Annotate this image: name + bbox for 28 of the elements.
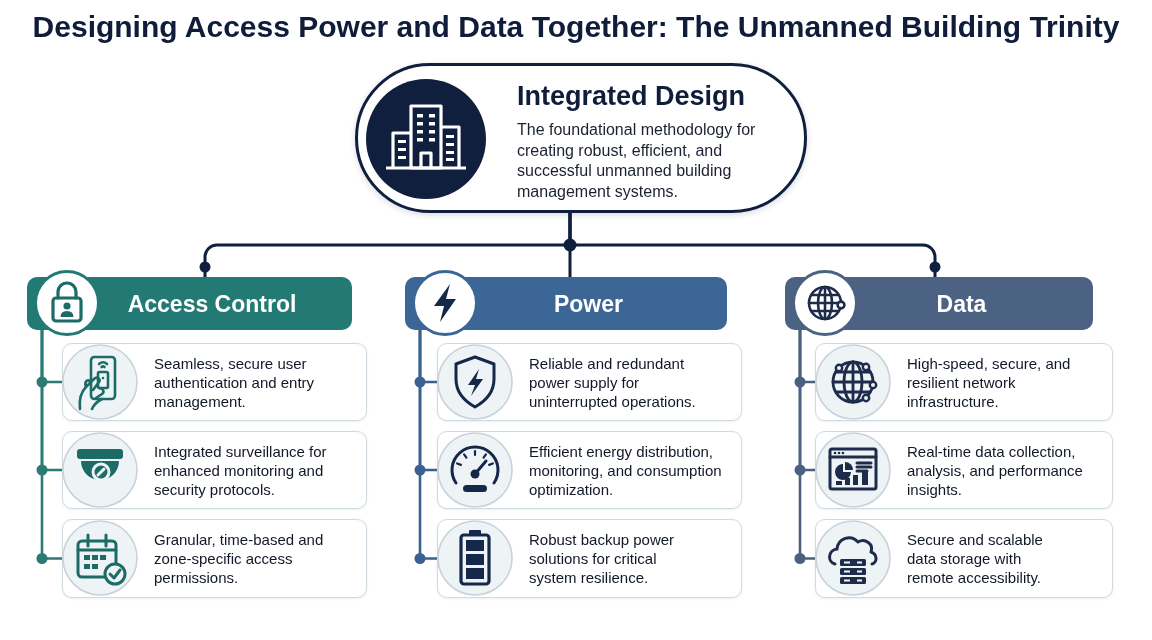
connector-line — [568, 213, 941, 277]
category-label: Power — [554, 289, 623, 318]
category-label: Access Control — [127, 289, 297, 318]
feature-description: Robust backup power solutions for critical system resilience. — [529, 530, 676, 587]
feature-card — [815, 431, 1113, 509]
feature-card — [815, 519, 1113, 598]
feature-card — [437, 343, 742, 421]
feature-description: Secure and scalable data storage with remote accessibility. — [907, 530, 1044, 587]
connector-line — [418, 330, 437, 560]
panel-heading: Integrated Design — [517, 80, 746, 112]
feature-description: High-speed, secure, and resilient network infrastructure. — [907, 353, 1072, 411]
feature-card — [62, 519, 367, 598]
feature-card — [815, 343, 1113, 421]
feature-description: Reliable and redundant power supply for uninterrupted operations. — [529, 353, 697, 411]
feature-description: Integrated surveillance for enhanced monitoring and security protocols. — [154, 441, 328, 499]
feature-description: Granular, time-based and zone-specific access permissions. — [154, 530, 325, 587]
feature-description: Seamless, secure user authentication and entry management. — [154, 353, 316, 411]
connector-line — [798, 330, 815, 560]
feature-card — [437, 519, 742, 598]
panel-description: The foundational methodology for creating robust, efficient, and successful unmanned building management systems. — [517, 120, 757, 202]
feature-description: Efficient energy distribution, monitoring, and consumption optimization. — [529, 441, 723, 499]
feature-card — [62, 343, 367, 421]
category-label: Data — [936, 289, 987, 318]
feature-description: Real-time data collection, analysis, and performance insights. — [907, 441, 1084, 499]
feature-card — [437, 431, 742, 509]
diagram-title: Designing Access Power and Data Together: The Unmanned Building Trinity — [32, 9, 1120, 45]
connector-line — [40, 330, 62, 560]
feature-card — [62, 431, 367, 509]
